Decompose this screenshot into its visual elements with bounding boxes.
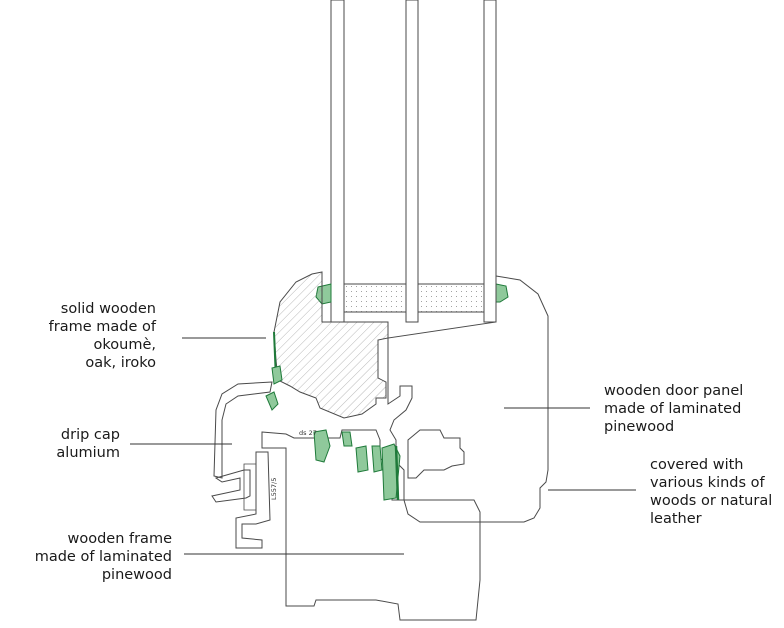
seal-gasket-1 [313,429,331,463]
panel-rebate [407,429,465,479]
wooden-door-panel [387,275,549,523]
solid-wooden-frame [273,271,389,419]
drip-cap-profile [213,381,273,479]
glazing-seal-right [495,283,509,303]
leader-lines [130,337,636,555]
gasket-code: ds 27 [299,429,317,437]
seal-strip [394,445,400,501]
label-covered: covered with various kinds of woods or n… [650,457,773,527]
label-wooden-frame: wooden frame made of laminated pinewood [34,531,172,583]
label-solid-wooden-frame: solid wooden frame made of okoumè, oak, … [48,301,156,371]
frame-seal-small [271,365,283,385]
glass-pane-left [330,0,345,323]
glass-pane-right [483,0,497,323]
wooden-frame-lower [261,429,481,621]
spacer-left [343,283,407,313]
glass-pane-middle [405,0,419,323]
profile-code: L557/5 [270,478,278,500]
frame-inner-profile [235,451,271,549]
seal-gasket-3 [355,445,369,473]
frame-channel [243,463,257,511]
label-wooden-door-panel: wooden door panel made of laminated pine… [604,383,744,435]
drip-cap-lower [211,469,251,503]
spacer-right [417,283,485,313]
glass-spacers [343,283,485,313]
seal-gasket-4 [371,445,383,473]
seal-gasket-2 [341,431,353,447]
glass-panes [330,0,497,323]
hardware-seals [313,429,401,501]
label-drip-cap: drip cap alumium [56,427,120,461]
frame-seal-lower [265,391,279,411]
